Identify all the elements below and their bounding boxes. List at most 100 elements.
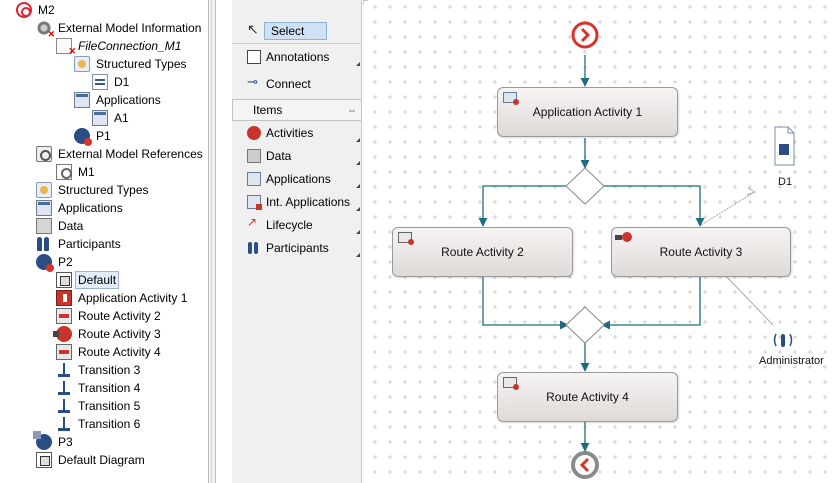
pin-icon[interactable]: ⇔ xyxy=(347,104,357,116)
palette-annotations-tool[interactable]: Annotations xyxy=(232,45,362,68)
tree-item-structured-types[interactable]: Structured Types xyxy=(36,181,151,199)
application-icon xyxy=(247,171,261,186)
tree-item-data[interactable]: Data xyxy=(36,217,85,235)
node-route-activity-4[interactable]: Route Activity 4 xyxy=(497,372,678,422)
transition-icon xyxy=(56,380,72,396)
palette-item-label: Int. Applications xyxy=(266,194,351,209)
node-label: Route Activity 3 xyxy=(659,245,743,259)
node-label: Route Activity 2 xyxy=(441,245,524,259)
tree-item-label: Applications xyxy=(58,201,123,215)
palette-select-tool[interactable]: Select xyxy=(232,19,362,42)
tree-item-external-model-references[interactable]: External Model References xyxy=(36,145,205,163)
route-activity-icon xyxy=(53,326,72,342)
tree-item-label: P3 xyxy=(58,435,73,449)
expand-caret-icon[interactable] xyxy=(356,207,360,211)
diagram-icon xyxy=(56,272,72,288)
tree-item-label: Default Diagram xyxy=(58,453,145,467)
data-icon xyxy=(247,148,261,163)
tree-item-default-diagram[interactable]: Default Diagram xyxy=(36,451,147,469)
expand-caret-icon[interactable] xyxy=(356,62,360,66)
applications-icon xyxy=(36,200,52,216)
tree-item-route-activity-2[interactable]: Route Activity 2 xyxy=(56,307,163,325)
node-route-activity-2[interactable]: Route Activity 2 xyxy=(392,227,573,277)
transition-route3-to-join[interactable] xyxy=(601,277,701,330)
start-event[interactable] xyxy=(571,21,599,49)
node-application-activity-1[interactable]: Application Activity 1 xyxy=(497,87,678,137)
tree-item-external-model-information[interactable]: External Model Information xyxy=(36,19,203,40)
tree-item-file-connection[interactable]: FileConnection_M1 xyxy=(54,37,183,57)
join-gateway[interactable] xyxy=(565,306,605,344)
palette-item-label: Data xyxy=(266,148,292,163)
palette-item-label: Activities xyxy=(266,125,314,140)
tree-item-label: External Model Information xyxy=(58,21,202,35)
expand-caret-icon[interactable] xyxy=(356,184,360,188)
tree-item-label: M1 xyxy=(78,165,95,179)
tree-item-applications-ext[interactable]: Applications xyxy=(74,91,163,109)
tree-item-a1[interactable]: A1 xyxy=(92,109,131,127)
route-activity-icon xyxy=(56,344,72,360)
tree-item-participants[interactable]: Participants xyxy=(36,235,123,253)
tree-item-label: D1 xyxy=(114,75,130,89)
palette-applications-tool[interactable]: Applications xyxy=(232,167,362,190)
connection-icon xyxy=(247,74,261,91)
end-event[interactable] xyxy=(571,451,599,479)
expand-caret-icon[interactable] xyxy=(356,253,360,257)
tool-palette: Select Annotations Connect Items ⇔ Activ… xyxy=(232,0,362,483)
tree-item-label: Transition 5 xyxy=(78,399,141,413)
tree-item-m1[interactable]: M1 xyxy=(56,163,97,181)
tree-item-structured-types-ext[interactable]: Structured Types xyxy=(74,55,189,73)
transition-icon xyxy=(56,398,72,414)
transition-route2-to-join[interactable] xyxy=(482,277,569,330)
palette-item-label: Select xyxy=(264,21,328,40)
panel-gap xyxy=(216,0,232,483)
transition-split-to-route2[interactable] xyxy=(478,185,568,227)
tree-item-label: A1 xyxy=(114,111,129,125)
expand-caret-icon[interactable] xyxy=(356,138,360,142)
palette-activities-tool[interactable]: Activities xyxy=(232,121,362,144)
application-activity-icon xyxy=(503,92,519,105)
participant-administrator-icon[interactable] xyxy=(773,333,793,347)
tree-item-default[interactable]: Default xyxy=(56,271,120,289)
interactive-application-icon xyxy=(247,194,262,210)
participant-association[interactable] xyxy=(724,274,774,326)
tree-item-transition-6[interactable]: Transition 6 xyxy=(56,415,142,433)
tree-item-label: Route Activity 2 xyxy=(78,309,161,323)
palette-items-drawer[interactable]: Items ⇔ xyxy=(232,99,362,121)
expand-caret-icon[interactable] xyxy=(356,230,360,234)
transition-split-to-route3[interactable] xyxy=(602,185,705,227)
tree-item-transition-5[interactable]: Transition 5 xyxy=(56,397,142,415)
tree-item-route-activity-4[interactable]: Route Activity 4 xyxy=(56,343,163,361)
tree-item-transition-4[interactable]: Transition 4 xyxy=(56,379,142,397)
tree-item-label: Default xyxy=(74,271,120,289)
tree-item-applications[interactable]: Applications xyxy=(36,199,125,217)
node-route-activity-3[interactable]: Route Activity 3 xyxy=(611,227,791,277)
node-label: Route Activity 4 xyxy=(546,390,629,404)
data-object-label: D1 xyxy=(778,176,793,188)
tree-item-d1[interactable]: D1 xyxy=(92,73,131,91)
tree-item-p1[interactable]: P1 xyxy=(74,127,113,146)
expand-caret-icon[interactable] xyxy=(356,161,360,165)
palette-participants-tool[interactable]: Participants xyxy=(232,236,362,259)
participants-icon xyxy=(36,236,52,252)
tree-item-application-activity-1[interactable]: Application Activity 1 xyxy=(56,289,189,307)
tree-item-p3[interactable]: P3 xyxy=(33,431,75,451)
structured-type-icon xyxy=(92,74,108,90)
association-arrow xyxy=(746,187,757,196)
palette-connect-tool[interactable]: Connect xyxy=(232,72,362,95)
tree-item-route-activity-3[interactable]: Route Activity 3 xyxy=(53,325,163,343)
tree-item-transition-3[interactable]: Transition 3 xyxy=(56,361,142,379)
split-gateway[interactable] xyxy=(565,167,605,205)
transition-icon xyxy=(56,416,72,432)
tree-item-p2[interactable]: P2 xyxy=(36,253,75,272)
drawer-label: Items xyxy=(253,103,283,117)
palette-data-tool[interactable]: Data xyxy=(232,144,362,167)
tree-item-m2[interactable]: M2 xyxy=(16,1,57,19)
data-object-d1[interactable] xyxy=(774,126,795,166)
palette-int-applications-tool[interactable]: Int. Applications xyxy=(232,190,362,213)
panel-splitter[interactable] xyxy=(208,0,216,483)
palette-separator xyxy=(232,43,362,44)
diagram-canvas[interactable]: Application Activity 1 Route Activity 2 … xyxy=(363,0,837,483)
tree-item-label: Applications xyxy=(96,93,161,107)
data-association[interactable] xyxy=(700,192,754,226)
palette-lifecycle-tool[interactable]: Lifecycle xyxy=(232,213,362,236)
